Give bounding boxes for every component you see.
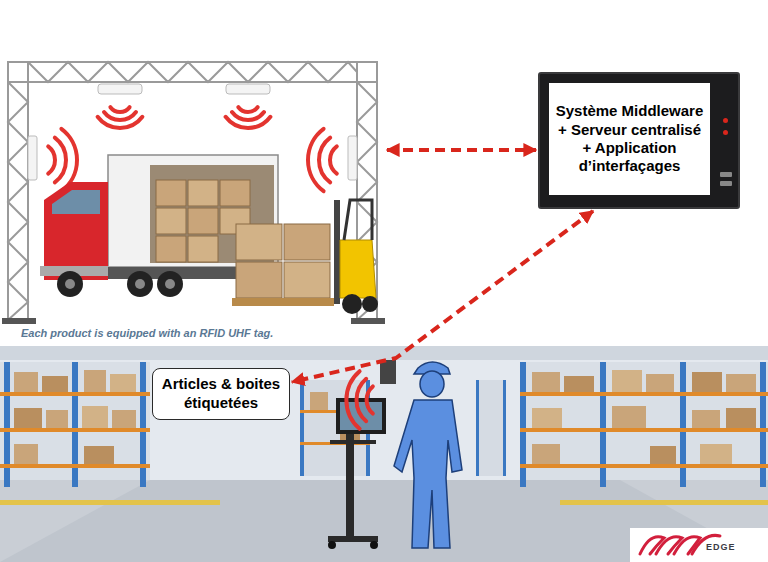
node-text: Système Middleware + Serveur centralisé … <box>549 83 710 195</box>
dashed-arrow <box>292 211 593 382</box>
rfid-portal: Each product is equipped with an RFID UH… <box>5 55 385 345</box>
server-monitor: Système Middleware + Serveur centralisé … <box>538 72 740 209</box>
logo-text: EDGE <box>706 542 736 552</box>
usb-port <box>720 172 732 177</box>
tag-box: Articles & boites étiquetées <box>152 368 290 420</box>
status-led <box>723 130 728 135</box>
status-led <box>723 118 728 123</box>
node-text: Articles & boites étiquetées <box>161 375 281 413</box>
usb-port <box>720 181 732 186</box>
dashed-arrow <box>387 148 536 152</box>
caption-text: Each product is equipped with an RFID UH… <box>21 327 385 339</box>
